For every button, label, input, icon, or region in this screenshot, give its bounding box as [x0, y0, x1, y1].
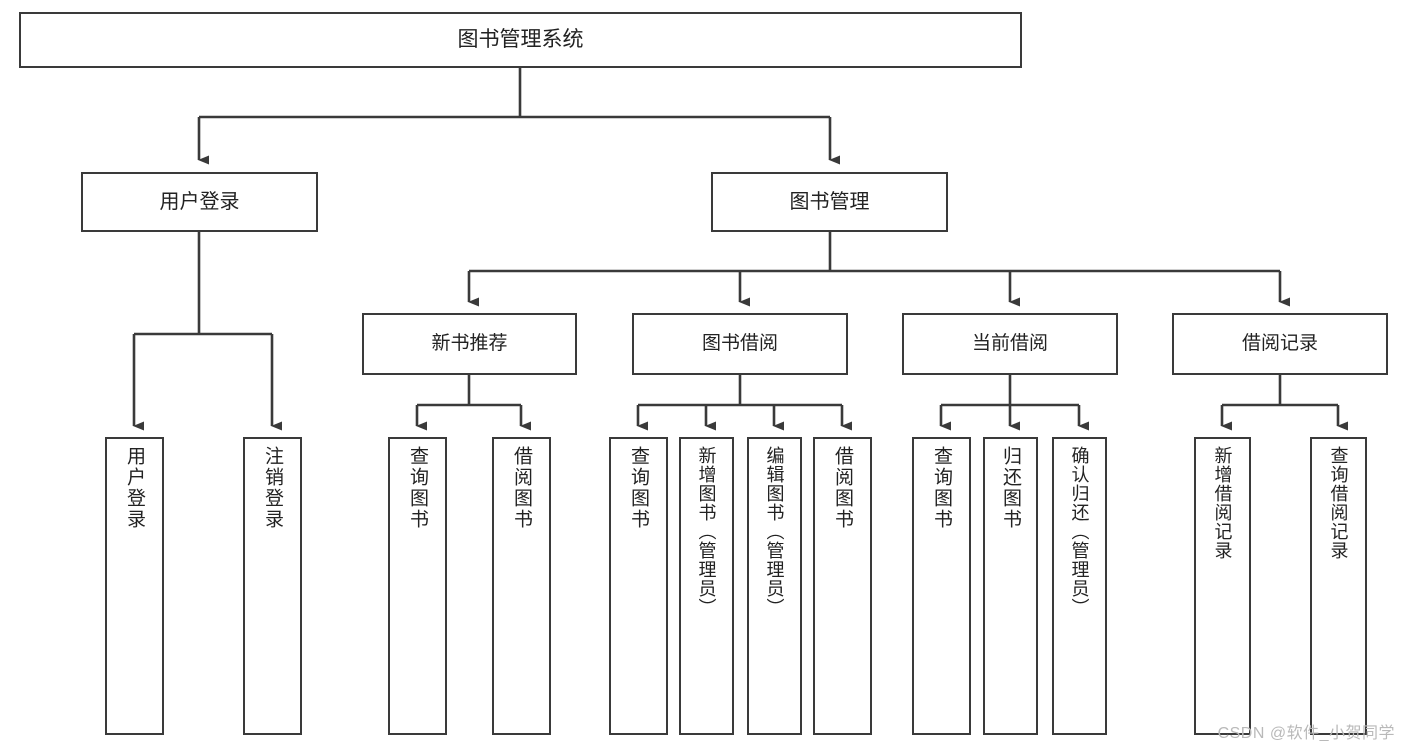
node-leaf-nb-query-book-label: 查询图书: [407, 446, 428, 530]
node-leaf-cb-confirm-return[interactable]: 确认归还（管理员）: [1052, 437, 1107, 735]
node-root-system-label: 图书管理系统: [457, 27, 584, 51]
node-leaf-bb-query-book-label: 查询图书: [628, 446, 649, 530]
node-user-login-label: 用户登录: [159, 190, 240, 213]
node-new-book-recommend-label: 新书推荐: [431, 333, 508, 355]
node-leaf-user-logout[interactable]: 注销登录: [243, 437, 302, 735]
node-leaf-user-login-label: 用户登录: [124, 446, 145, 530]
node-leaf-bb-query-book[interactable]: 查询图书: [609, 437, 668, 735]
node-user-login[interactable]: 用户登录: [81, 172, 318, 232]
node-borrow-record-label: 借阅记录: [1241, 333, 1318, 355]
node-borrow-record[interactable]: 借阅记录: [1172, 313, 1388, 375]
node-leaf-cb-return-book[interactable]: 归还图书: [983, 437, 1038, 735]
node-leaf-br-query-record-label: 查询借阅记录: [1328, 446, 1349, 560]
node-leaf-nb-borrow-book-label: 借阅图书: [511, 446, 532, 530]
node-leaf-cb-query-book-label: 查询图书: [931, 446, 952, 530]
node-leaf-bb-borrow-book-label: 借阅图书: [832, 446, 853, 530]
node-leaf-nb-borrow-book[interactable]: 借阅图书: [492, 437, 551, 735]
node-leaf-bb-edit-book[interactable]: 编辑图书（管理员）: [747, 437, 802, 735]
node-leaf-user-login[interactable]: 用户登录: [105, 437, 164, 735]
node-leaf-bb-edit-book-label: 编辑图书（管理员）: [764, 446, 785, 617]
node-book-manage-label: 图书管理: [789, 190, 870, 213]
node-current-borrow-label: 当前借阅: [971, 333, 1048, 355]
csdn-watermark: CSDN @软件_小贺同学: [1217, 725, 1395, 742]
node-new-book-recommend[interactable]: 新书推荐: [362, 313, 577, 375]
node-leaf-cb-return-book-label: 归还图书: [1000, 446, 1021, 530]
node-leaf-nb-query-book[interactable]: 查询图书: [388, 437, 447, 735]
node-root-system[interactable]: 图书管理系统: [19, 12, 1022, 68]
node-leaf-bb-add-book[interactable]: 新增图书（管理员）: [679, 437, 734, 735]
node-book-borrow[interactable]: 图书借阅: [632, 313, 848, 375]
node-leaf-cb-confirm-return-label: 确认归还（管理员）: [1069, 446, 1090, 617]
node-current-borrow[interactable]: 当前借阅: [902, 313, 1118, 375]
node-book-borrow-label: 图书借阅: [701, 333, 778, 355]
node-leaf-user-logout-label: 注销登录: [262, 446, 283, 530]
node-book-manage[interactable]: 图书管理: [711, 172, 948, 232]
node-leaf-bb-add-book-label: 新增图书（管理员）: [696, 446, 717, 617]
node-leaf-bb-borrow-book[interactable]: 借阅图书: [813, 437, 872, 735]
node-leaf-br-add-record[interactable]: 新增借阅记录: [1194, 437, 1251, 735]
node-leaf-br-query-record[interactable]: 查询借阅记录: [1310, 437, 1367, 735]
node-leaf-br-add-record-label: 新增借阅记录: [1212, 446, 1233, 560]
node-leaf-cb-query-book[interactable]: 查询图书: [912, 437, 971, 735]
